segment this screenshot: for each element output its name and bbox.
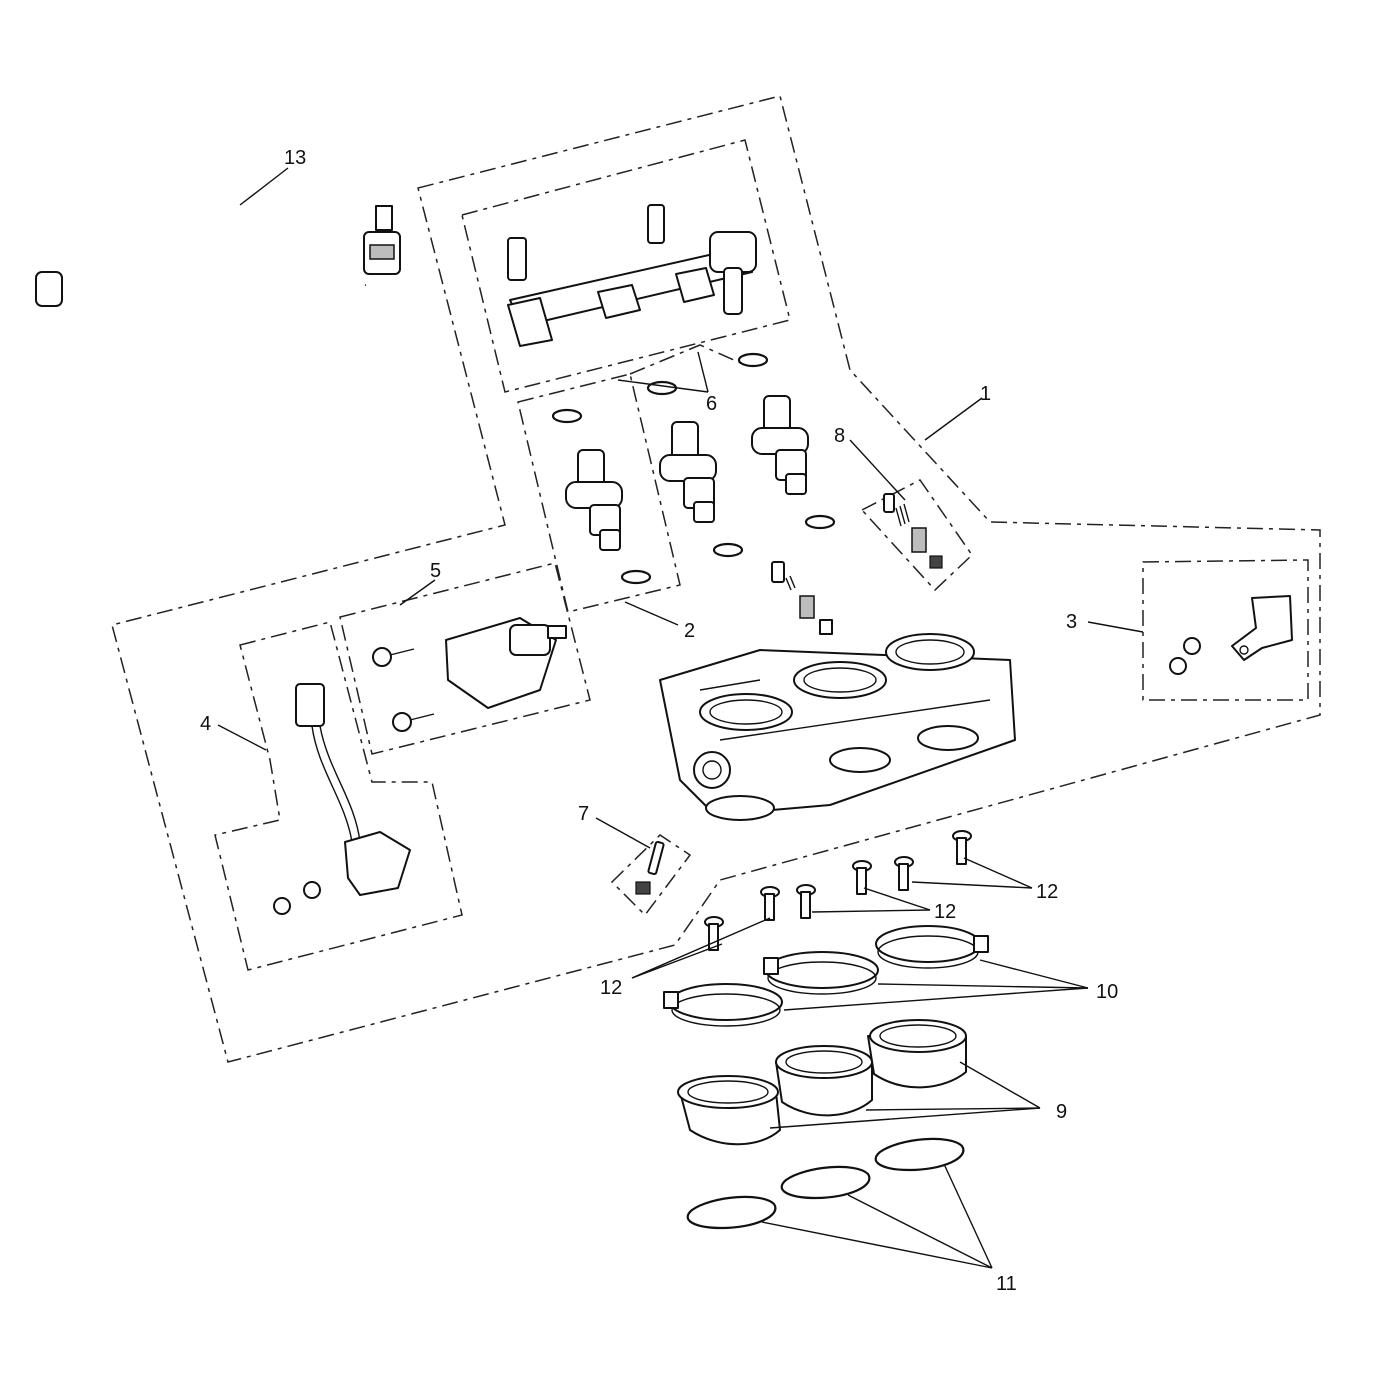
injector-3 bbox=[751, 395, 809, 495]
callout-4: 4 bbox=[200, 713, 211, 735]
callout-labels: 13 1 6 8 5 2 3 4 7 12 12 12 10 9 11 bbox=[200, 147, 1118, 1295]
fuel-rail bbox=[507, 204, 757, 347]
callout-12-a: 12 bbox=[1036, 881, 1058, 903]
fuel-injectors bbox=[565, 395, 809, 551]
callout-3: 3 bbox=[1066, 611, 1077, 633]
injector-box-right bbox=[629, 344, 746, 375]
callout-1: 1 bbox=[980, 383, 991, 405]
injector-2 bbox=[659, 421, 717, 523]
injector-box bbox=[517, 373, 681, 613]
part-5-sensor bbox=[372, 617, 567, 732]
part-3-box bbox=[1142, 559, 1309, 701]
bolts-12 bbox=[704, 830, 972, 951]
clamps-10 bbox=[663, 925, 989, 1027]
fuel-hose-13 bbox=[35, 199, 401, 307]
callout-11: 11 bbox=[996, 1273, 1017, 1295]
part-7-box bbox=[610, 834, 692, 917]
callout-6: 6 bbox=[706, 393, 717, 415]
callout-13: 13 bbox=[284, 147, 306, 169]
intake-boots-9 bbox=[677, 1019, 967, 1146]
callout-8: 8 bbox=[834, 425, 845, 447]
callout-2: 2 bbox=[684, 620, 695, 642]
callout-12-c: 12 bbox=[600, 977, 622, 999]
gaskets-11 bbox=[686, 1137, 965, 1230]
callout-9: 9 bbox=[1056, 1101, 1067, 1123]
assembly-1-outline bbox=[111, 95, 1321, 1063]
part-2-screw-spring bbox=[771, 561, 833, 635]
part-3-bracket bbox=[1169, 595, 1293, 675]
part-7-stud bbox=[635, 840, 665, 895]
fuel-rail-box bbox=[461, 139, 791, 393]
callout-10: 10 bbox=[1096, 981, 1118, 1003]
part-4-sensor-harness bbox=[273, 683, 411, 915]
callout-5: 5 bbox=[430, 560, 441, 582]
part-8-box bbox=[860, 479, 973, 592]
part-4-box bbox=[214, 621, 463, 971]
injector-1 bbox=[565, 449, 623, 551]
callout-12-b: 12 bbox=[934, 901, 956, 923]
leader-lines bbox=[217, 167, 1144, 1269]
throttle-body bbox=[659, 633, 1016, 821]
part-8-screw-spring bbox=[883, 493, 943, 569]
callout-7: 7 bbox=[578, 803, 589, 825]
group-outlines bbox=[111, 95, 1321, 1063]
part-5-box bbox=[339, 562, 591, 755]
